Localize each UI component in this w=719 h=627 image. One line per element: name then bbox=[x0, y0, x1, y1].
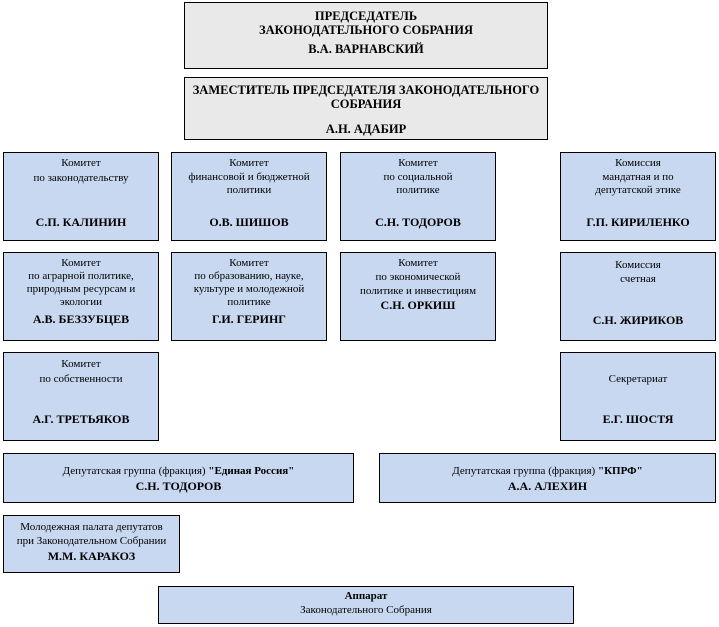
committee-agrarian: Комитет по аграрной политике, природным … bbox=[3, 252, 159, 341]
faction-united-russia: Депутатская группа (фракция) "Единая Рос… bbox=[3, 453, 354, 503]
deputy-name: А.Н. АДАБИР bbox=[325, 122, 407, 136]
faction-kprf-label: Депутатская группа (фракция) "КПРФ" bbox=[452, 465, 643, 477]
committee-budget-type: Комитет bbox=[229, 157, 269, 169]
committee-education-head: Г.И. ГЕРИНГ bbox=[212, 312, 286, 326]
faction-united-russia-head: С.Н. ТОДОРОВ bbox=[135, 479, 222, 493]
committee-property-type: Комитет bbox=[61, 358, 101, 370]
committee-legislation-desc: по законодательству bbox=[33, 172, 129, 184]
committee-education: Комитет по образованию, науке, культуре … bbox=[171, 252, 327, 341]
committee-economic-desc: по экономической bbox=[375, 271, 461, 283]
commission-audit: Комиссия счетная С.Н. ЖИРИКОВ bbox=[560, 252, 716, 341]
commission-audit-desc: счетная bbox=[620, 273, 656, 285]
committee-education-desc3: политике bbox=[227, 296, 271, 308]
secretariat: Секретариат Е.Г. ШОСТЯ bbox=[560, 352, 716, 441]
committee-education-desc: по образованию, науке, bbox=[194, 270, 304, 282]
faction-united-russia-label: Депутатская группа (фракция) "Единая Рос… bbox=[62, 465, 295, 477]
deputy-title: ЗАМЕСТИТЕЛЬ ПРЕДСЕДАТЕЛЯ ЗАКОНОДАТЕЛЬНОГ… bbox=[192, 83, 540, 97]
youth-chamber-title: Молодежная палата депутатов bbox=[20, 521, 163, 533]
youth-chamber: Молодежная палата депутатов при Законода… bbox=[3, 515, 180, 573]
committee-agrarian-type: Комитет bbox=[61, 257, 101, 269]
committee-property: Комитет по собственности А.Г. ТРЕТЬЯКОВ bbox=[3, 352, 159, 441]
commission-audit-type: Комиссия bbox=[615, 259, 661, 271]
committee-education-desc2: культуре и молодежной bbox=[193, 283, 305, 295]
secretariat-title: Секретариат bbox=[608, 373, 668, 385]
committee-agrarian-desc: по аграрной политике, bbox=[28, 270, 134, 282]
committee-economic-type: Комитет bbox=[398, 257, 438, 269]
commission-mandate: Комиссия мандатная и по депутатской этик… bbox=[560, 152, 716, 241]
chairman-title: ПРЕДСЕДАТЕЛЬ bbox=[314, 9, 418, 23]
commission-mandate-desc2: депутатской этике bbox=[595, 184, 681, 196]
apparat-subtitle: Законодательного Собрания bbox=[300, 604, 432, 616]
committee-agrarian-desc2: природным ресурсам и bbox=[26, 283, 136, 295]
committee-social-type: Комитет bbox=[398, 157, 438, 169]
faction-kprf-head: А.А. АЛЕХИН bbox=[507, 479, 588, 493]
apparat-box: Аппарат Законодательного Собрания bbox=[158, 586, 574, 624]
committee-legislation-head: С.П. КАЛИНИН bbox=[35, 215, 127, 229]
committee-economic: Комитет по экономической политике и инве… bbox=[340, 252, 496, 341]
committee-budget-desc: финансовой и бюджетной bbox=[188, 171, 310, 183]
committee-legislation: Комитет по законодательству С.П. КАЛИНИН bbox=[3, 152, 159, 241]
committee-budget: Комитет финансовой и бюджетной политики … bbox=[171, 152, 327, 241]
committee-property-head: А.Г. ТРЕТЬЯКОВ bbox=[32, 412, 130, 426]
youth-chamber-head: М.М. КАРАКОЗ bbox=[47, 549, 136, 563]
committee-budget-head: О.В. ШИШОВ bbox=[209, 215, 289, 229]
committee-economic-desc2: политике и инвестициям bbox=[359, 285, 477, 297]
chairman-title-line2: ЗАКОНОДАТЕЛЬНОГО СОБРАНИЯ bbox=[258, 23, 474, 37]
committee-social-desc: по социальной bbox=[383, 171, 453, 183]
chairman-name: В.А. ВАРНАВСКИЙ bbox=[308, 42, 424, 56]
committee-social: Комитет по социальной политике С.Н. ТОДО… bbox=[340, 152, 496, 241]
chairman-box: ПРЕДСЕДАТЕЛЬ ЗАКОНОДАТЕЛЬНОГО СОБРАНИЯ В… bbox=[184, 2, 548, 69]
youth-chamber-title-line2: при Законодательном Собрании bbox=[16, 535, 167, 547]
committee-property-desc: по собственности bbox=[39, 373, 123, 385]
committee-agrarian-head: А.В. БЕЗЗУБЦЕВ bbox=[32, 312, 130, 326]
secretariat-head: Е.Г. ШОСТЯ bbox=[602, 412, 674, 426]
committee-social-desc2: политике bbox=[396, 184, 440, 196]
apparat-title: Аппарат bbox=[344, 590, 388, 602]
commission-mandate-type: Комиссия bbox=[615, 157, 661, 169]
committee-economic-head: С.Н. ОРКИШ bbox=[380, 298, 456, 312]
deputy-title-line2: СОБРАНИЯ bbox=[330, 97, 402, 111]
commission-mandate-desc: мандатная и по bbox=[602, 171, 674, 183]
committee-agrarian-desc3: экологии bbox=[59, 296, 103, 308]
committee-legislation-type: Комитет bbox=[61, 157, 101, 169]
deputy-chairman-box: ЗАМЕСТИТЕЛЬ ПРЕДСЕДАТЕЛЯ ЗАКОНОДАТЕЛЬНОГ… bbox=[184, 77, 548, 140]
committee-social-head: С.Н. ТОДОРОВ bbox=[375, 215, 461, 229]
committee-education-type: Комитет bbox=[229, 257, 269, 269]
commission-audit-head: С.Н. ЖИРИКОВ bbox=[592, 313, 684, 327]
commission-mandate-head: Г.П. КИРИЛЕНКО bbox=[586, 215, 690, 229]
faction-kprf: Депутатская группа (фракция) "КПРФ" А.А.… bbox=[379, 453, 716, 503]
committee-budget-desc2: политики bbox=[226, 184, 272, 196]
